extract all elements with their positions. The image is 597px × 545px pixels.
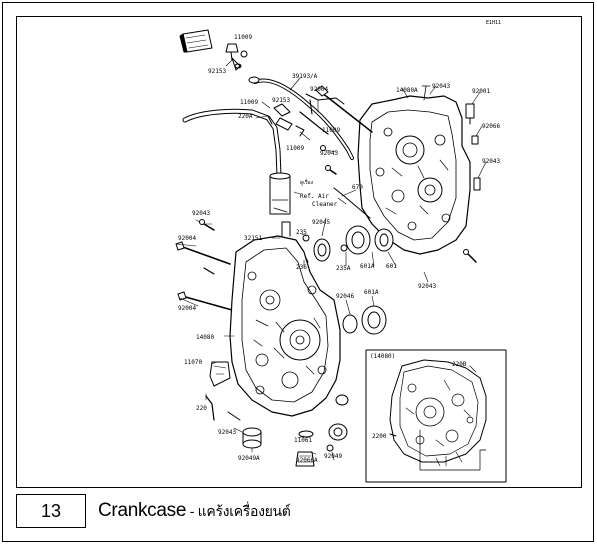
bottom-parts <box>242 427 334 467</box>
section-title: Crankcase - แคร้งเครื่องยนต์ <box>98 500 291 523</box>
callout: 92004 <box>178 235 196 242</box>
diagram-frame <box>16 16 582 488</box>
callout: 92049A <box>238 455 260 462</box>
callout: 2200 <box>372 433 387 440</box>
callout: (14080) <box>370 353 395 360</box>
callout: 92066A <box>296 457 318 464</box>
leader-lines <box>175 59 487 461</box>
callout-labels: E1H11 11009 92153 39193/A 11009 220A 921… <box>178 20 501 464</box>
section-title-thai: แคร้งเครื่องยนต์ <box>197 504 291 520</box>
hose-39193 <box>231 57 354 160</box>
breather-hose <box>182 108 291 215</box>
callout: 92046 <box>336 293 354 300</box>
callout: 92043 <box>320 150 338 157</box>
callout: 670 <box>352 184 363 191</box>
air-cleaner-note-thai: ดูเรื่อง <box>300 179 314 186</box>
callout: 220 <box>196 405 207 412</box>
section-number: 13 <box>16 494 86 528</box>
right-crankcase-half <box>357 85 471 255</box>
callout: 11009 <box>286 145 304 152</box>
bearings-and-seals <box>302 225 394 441</box>
callout: 14080 <box>196 334 214 341</box>
callout: 220B <box>452 361 467 368</box>
left-bolts <box>175 241 241 421</box>
callout: 92066 <box>482 123 500 130</box>
callout: 92043 <box>432 83 450 90</box>
callout: 601A <box>360 263 375 270</box>
callout: 92153 <box>208 68 226 75</box>
callout: 92153 <box>272 97 290 104</box>
callout: 92043 <box>192 210 210 217</box>
callout: 92004 <box>310 86 328 93</box>
callout: 92043 <box>218 429 236 436</box>
tag-icon <box>179 29 213 53</box>
air-cleaner-note: Ref. Air <box>300 193 329 200</box>
callout: 601 <box>386 263 397 270</box>
air-cleaner-note: Cleaner <box>312 201 338 208</box>
callout: 39193/A <box>292 73 318 80</box>
callout: 92045 <box>312 219 330 226</box>
callout: 92049 <box>324 453 342 460</box>
callout: 32151 <box>244 235 262 242</box>
callout: 11070 <box>184 359 202 366</box>
callout: 235A <box>336 265 351 272</box>
callout: 236 <box>296 264 307 271</box>
callout: 92001 <box>472 88 490 95</box>
middle-bolts <box>199 85 373 231</box>
callout: 11009 <box>234 34 252 41</box>
fitting-parts <box>225 43 345 151</box>
callout: 11009 <box>322 127 340 134</box>
section-title-separator: - <box>186 503 198 519</box>
callout: 14080A <box>396 87 418 94</box>
section-title-en: Crankcase <box>98 500 187 521</box>
left-crankcase-half <box>229 221 341 417</box>
callout: 92043 <box>482 158 500 165</box>
inset-box <box>365 349 507 483</box>
callout: 601A <box>364 289 379 296</box>
callout: 92004 <box>178 305 196 312</box>
callout: 11009 <box>240 99 258 106</box>
bracket-11070 <box>209 361 231 387</box>
callout: 220A <box>238 113 253 120</box>
callout: 235 <box>296 229 307 236</box>
callout: 11061 <box>294 437 312 444</box>
callout: 92043 <box>418 283 436 290</box>
diagram-code: E1H11 <box>486 20 501 26</box>
